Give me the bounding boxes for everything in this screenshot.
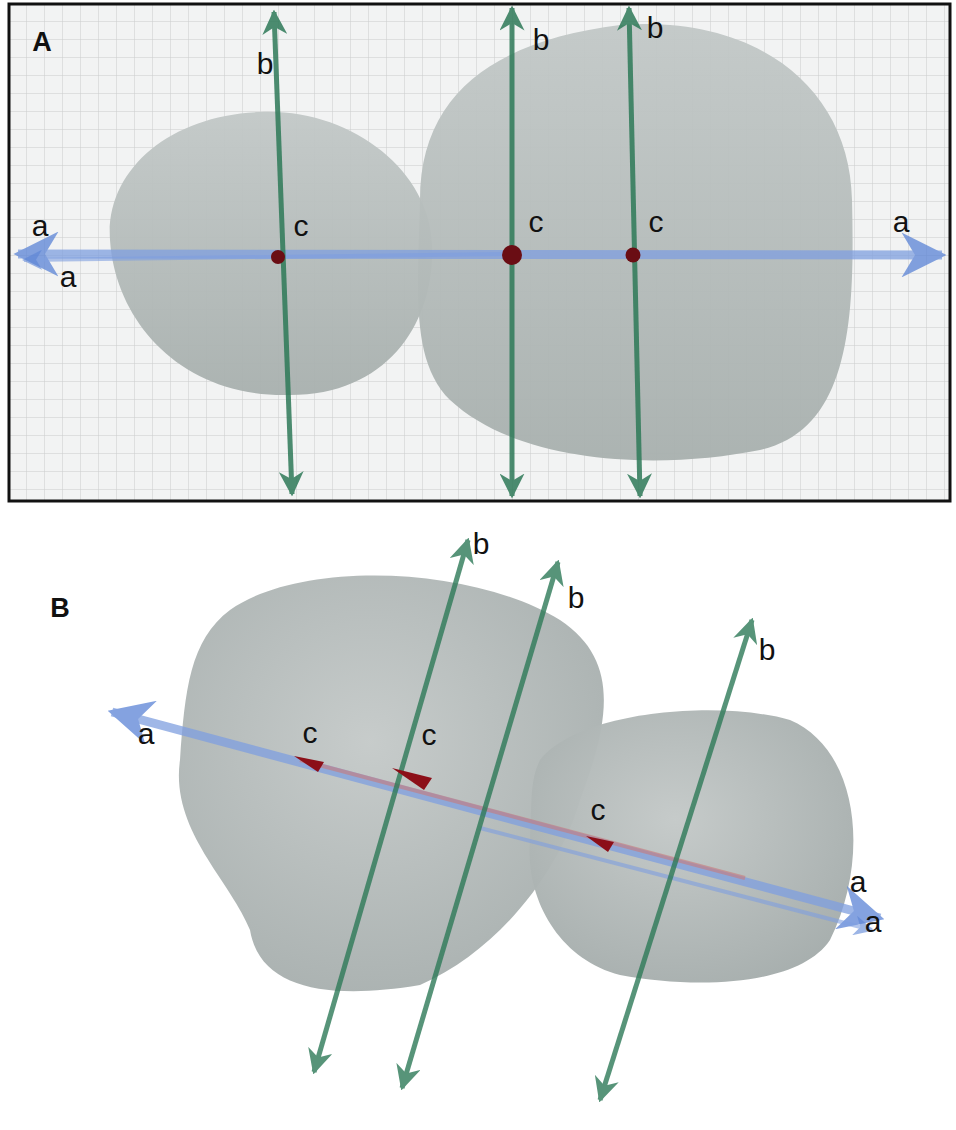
a-axis bbox=[480, 828, 872, 930]
a-axis bbox=[24, 254, 505, 260]
axis-label: b bbox=[473, 529, 490, 559]
axis-label: b bbox=[568, 583, 585, 613]
panel-letter: B bbox=[50, 595, 70, 622]
panel-frame bbox=[9, 4, 950, 501]
c-axis-cone bbox=[294, 756, 324, 772]
axis-label: b bbox=[647, 13, 664, 43]
axis-label: c bbox=[303, 718, 318, 748]
axis-label: c bbox=[649, 207, 664, 237]
grid bbox=[9, 4, 950, 501]
c-axis-cone bbox=[392, 768, 432, 790]
axis-label: c bbox=[422, 720, 437, 750]
axis-label: c bbox=[529, 207, 544, 237]
small-cell bbox=[530, 710, 854, 982]
axis-label: a bbox=[138, 719, 155, 749]
axis-label: a bbox=[850, 867, 867, 897]
c-axis-cone bbox=[586, 836, 614, 852]
axis-label: b bbox=[759, 635, 776, 665]
a-axis bbox=[112, 712, 880, 918]
axis-label: a bbox=[893, 207, 910, 237]
b-axis bbox=[314, 540, 468, 1072]
c-axis-dot bbox=[502, 245, 522, 265]
b-axis bbox=[402, 562, 558, 1088]
axis-label: b bbox=[533, 25, 550, 55]
panel-ground bbox=[9, 4, 950, 501]
axis-label: b bbox=[257, 49, 274, 79]
axis-label: a bbox=[865, 907, 882, 937]
axis-label: c bbox=[591, 795, 606, 825]
c-axis-dot bbox=[626, 248, 641, 263]
b-axis bbox=[600, 620, 752, 1100]
axis-label: a bbox=[60, 262, 77, 292]
c-axis-dot bbox=[271, 250, 285, 264]
axis-label: c bbox=[294, 211, 309, 241]
panel-letter: A bbox=[32, 29, 52, 56]
axis-label: a bbox=[32, 211, 49, 241]
